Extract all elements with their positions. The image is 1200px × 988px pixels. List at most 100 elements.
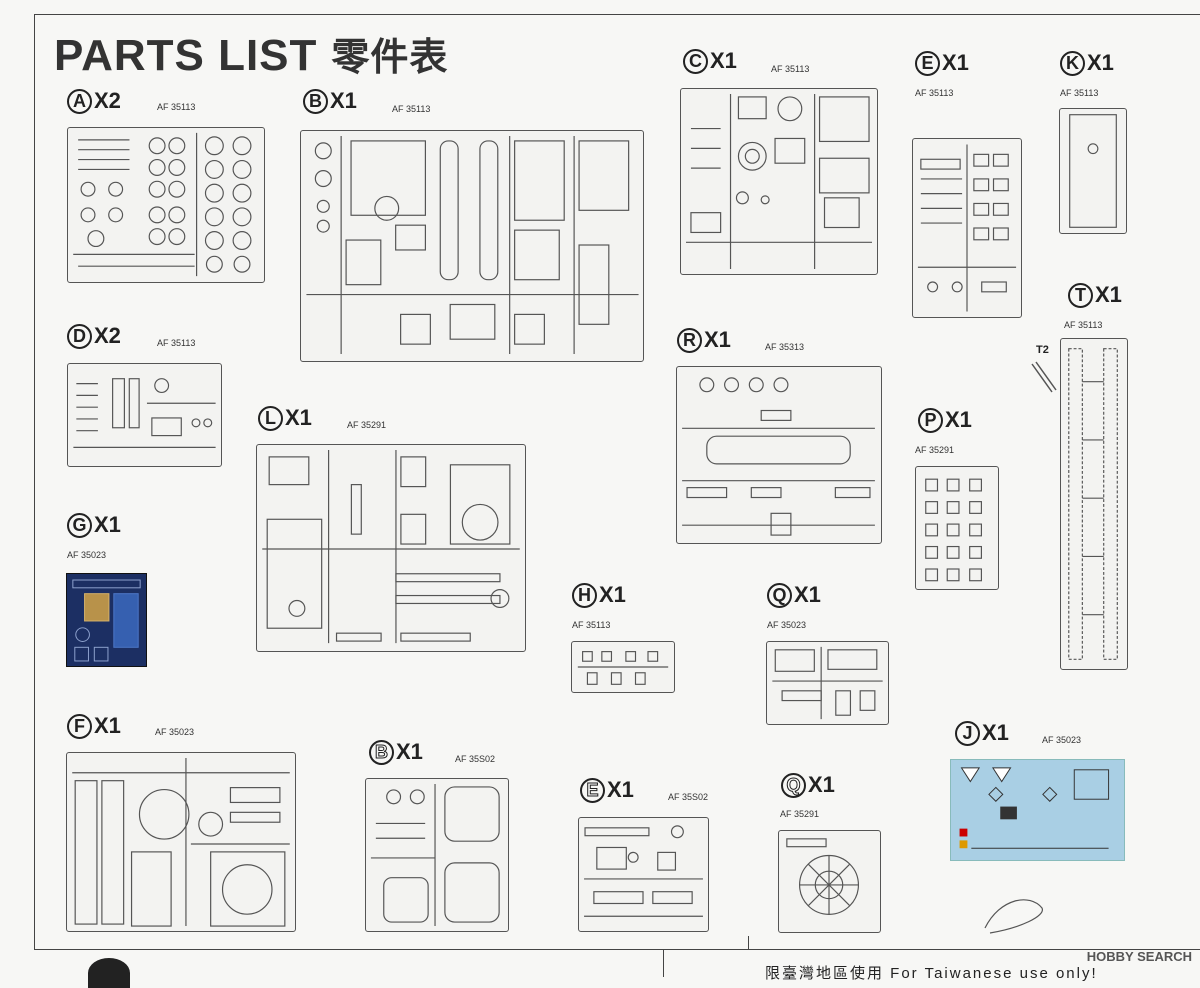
sprue-r-image — [676, 366, 882, 544]
photo-etch-sheet — [66, 573, 147, 667]
sprue-d-image — [67, 363, 222, 467]
sprue-letter-badge: R — [677, 327, 702, 353]
sprue-letter-badge: B — [303, 88, 328, 114]
sprue-quantity: X1 — [808, 772, 835, 797]
sprue-d-code: AF 35113 — [157, 338, 196, 348]
sprue-letter-badge: E — [915, 50, 940, 76]
t2-part-drawing — [1031, 361, 1057, 393]
sprue-p-code: AF 35291 — [915, 445, 955, 455]
sprue-a-image — [67, 127, 265, 283]
sprue-quantity: X1 — [607, 777, 634, 802]
sprue-quantity: X2 — [94, 323, 121, 348]
sprue-h-image — [571, 641, 675, 693]
sprue-e-image — [912, 138, 1022, 318]
sprue-p-image — [915, 466, 999, 590]
frame-bottom — [34, 949, 1200, 950]
sprue-l-image — [256, 444, 526, 652]
sprue-quantity: X1 — [94, 512, 121, 537]
decal-antenna-line-drawing — [984, 899, 1043, 934]
title-english: PARTS LIST — [54, 31, 318, 80]
sprue-letter-badge: A — [67, 88, 92, 114]
sprue-c-image — [680, 88, 878, 275]
sprue-k-code: AF 35113 — [1060, 88, 1099, 98]
sprue-r-code: AF 35313 — [765, 342, 805, 352]
sprue-quantity: X1 — [330, 88, 357, 113]
sprue-letter-badge: C — [683, 48, 708, 74]
sprue-letter-badge: F — [67, 713, 92, 739]
sprue-e-code: AF 35113 — [915, 88, 954, 98]
sprue-q-image — [766, 641, 889, 725]
sprue-quantity: X1 — [599, 582, 626, 607]
title-chinese: 零件表 — [331, 35, 449, 79]
sprue-a-code: AF 35113 — [157, 102, 196, 112]
sprue-b2-image — [365, 778, 509, 932]
sprue-letter-badge: E — [580, 777, 605, 803]
sprue-q2-code: AF 35291 — [780, 809, 820, 819]
sprue-letter-badge: P — [918, 407, 943, 433]
sprue-e2-image — [578, 817, 709, 932]
footer-tick — [748, 936, 749, 949]
sprue-q2-image — [778, 830, 881, 933]
sprue-letter-badge: Q — [767, 582, 792, 608]
decal-sheet — [950, 759, 1125, 861]
sprue-quantity: X1 — [396, 739, 423, 764]
sprue-quantity: X1 — [794, 582, 821, 607]
page-title: PARTS LIST 零件表 — [54, 26, 448, 81]
page-tab-marker — [88, 958, 130, 988]
frame-top — [34, 14, 1200, 15]
sprue-quantity: X1 — [945, 407, 972, 432]
sprue-g-code: AF 35023 — [67, 550, 107, 560]
sprue-letter-badge: Q — [781, 772, 806, 798]
sprue-letter-badge: G — [67, 512, 92, 538]
region-notice: 限臺灣地區使用 For Taiwanese use only! — [765, 965, 1098, 982]
sprue-quantity: X2 — [94, 88, 121, 113]
sprue-quantity: X1 — [94, 713, 121, 738]
sprue-b-image — [300, 130, 644, 362]
sprue-letter-badge: K — [1060, 50, 1085, 76]
sprue-b-code: AF 35113 — [392, 104, 431, 114]
sprue-f-image — [66, 752, 296, 932]
sprue-k-image — [1059, 108, 1127, 234]
sprue-letter-badge: B — [369, 739, 394, 765]
sprue-quantity: X1 — [982, 720, 1009, 745]
frame-left — [34, 14, 35, 949]
sprue-quantity: X1 — [285, 405, 312, 430]
sprue-c-code: AF 35113 — [771, 64, 810, 74]
sprue-letter-badge: L — [258, 405, 283, 431]
sprue-h-code: AF 35113 — [572, 620, 611, 630]
sprue-quantity: X1 — [710, 48, 737, 73]
sprue-quantity: X1 — [704, 327, 731, 352]
sprue-quantity: X1 — [942, 50, 969, 75]
sprue-e2-code: AF 35S02 — [668, 792, 709, 802]
sprue-letter-badge: T — [1068, 282, 1093, 308]
sprue-quantity: X1 — [1095, 282, 1122, 307]
watermark: HOBBY SEARCH — [1086, 949, 1192, 964]
sprue-letter-badge: J — [955, 720, 980, 746]
sprue-t-image — [1060, 338, 1128, 670]
sprue-q-code: AF 35023 — [767, 620, 807, 630]
sprue-j-code: AF 35023 — [1042, 735, 1082, 745]
t2-label: T2 — [1036, 344, 1049, 356]
sprue-l-code: AF 35291 — [347, 420, 387, 430]
sprue-b2-code: AF 35S02 — [455, 754, 496, 764]
sprue-quantity: X1 — [1087, 50, 1114, 75]
footer-divider — [663, 950, 664, 977]
